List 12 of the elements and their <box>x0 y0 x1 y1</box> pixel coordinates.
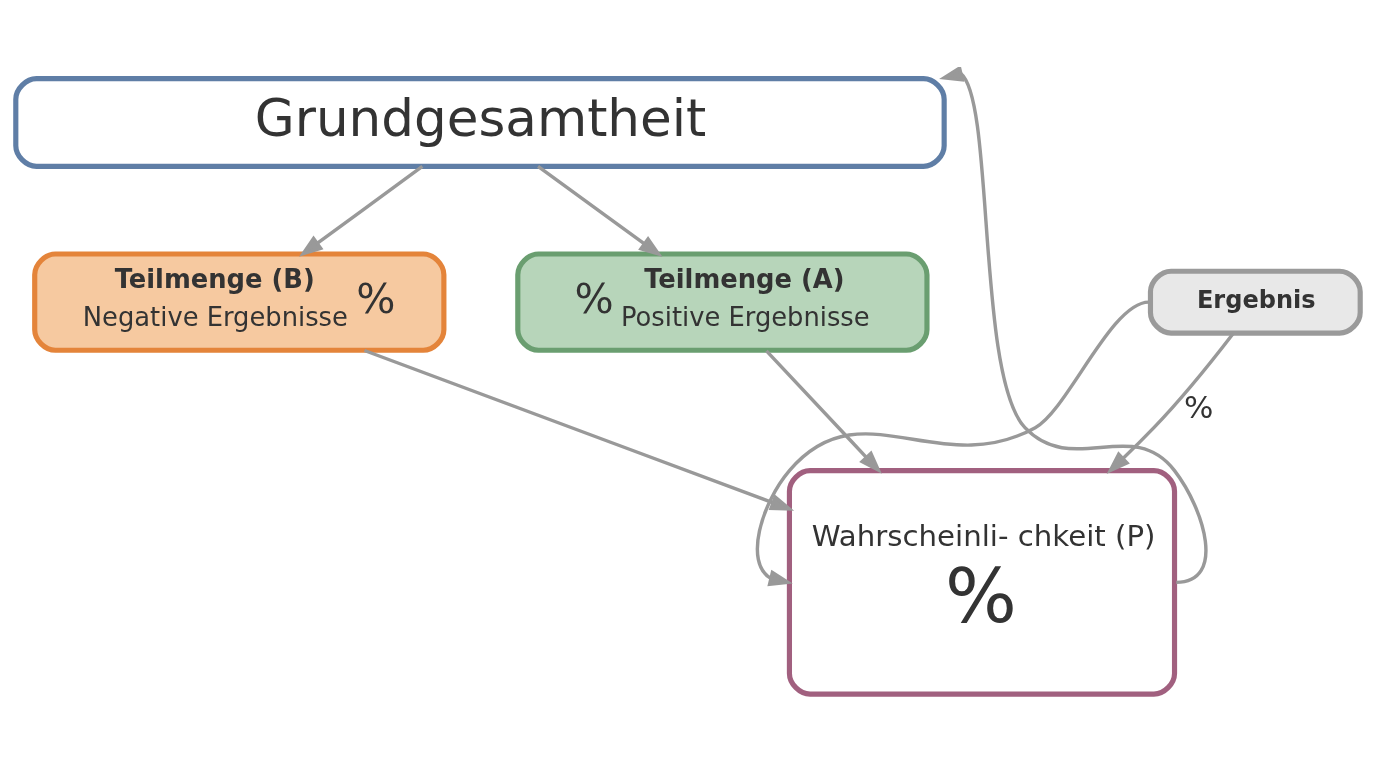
node-box: Teilmenge (B) % Negative Ergebnisse <box>32 251 447 353</box>
arrow <box>299 165 424 257</box>
arrow <box>1106 332 1235 475</box>
edge-label: % <box>1183 389 1214 426</box>
node-box: Ergebnis <box>1147 268 1363 336</box>
node-box: Wahrscheinli- chkeit (P) % <box>786 468 1178 697</box>
arrow <box>939 67 1208 585</box>
arrow <box>765 349 882 474</box>
arrow <box>537 165 663 257</box>
arrow <box>363 348 795 511</box>
arrow <box>755 300 1150 587</box>
node-box: Grundgesamtheit <box>13 76 947 169</box>
